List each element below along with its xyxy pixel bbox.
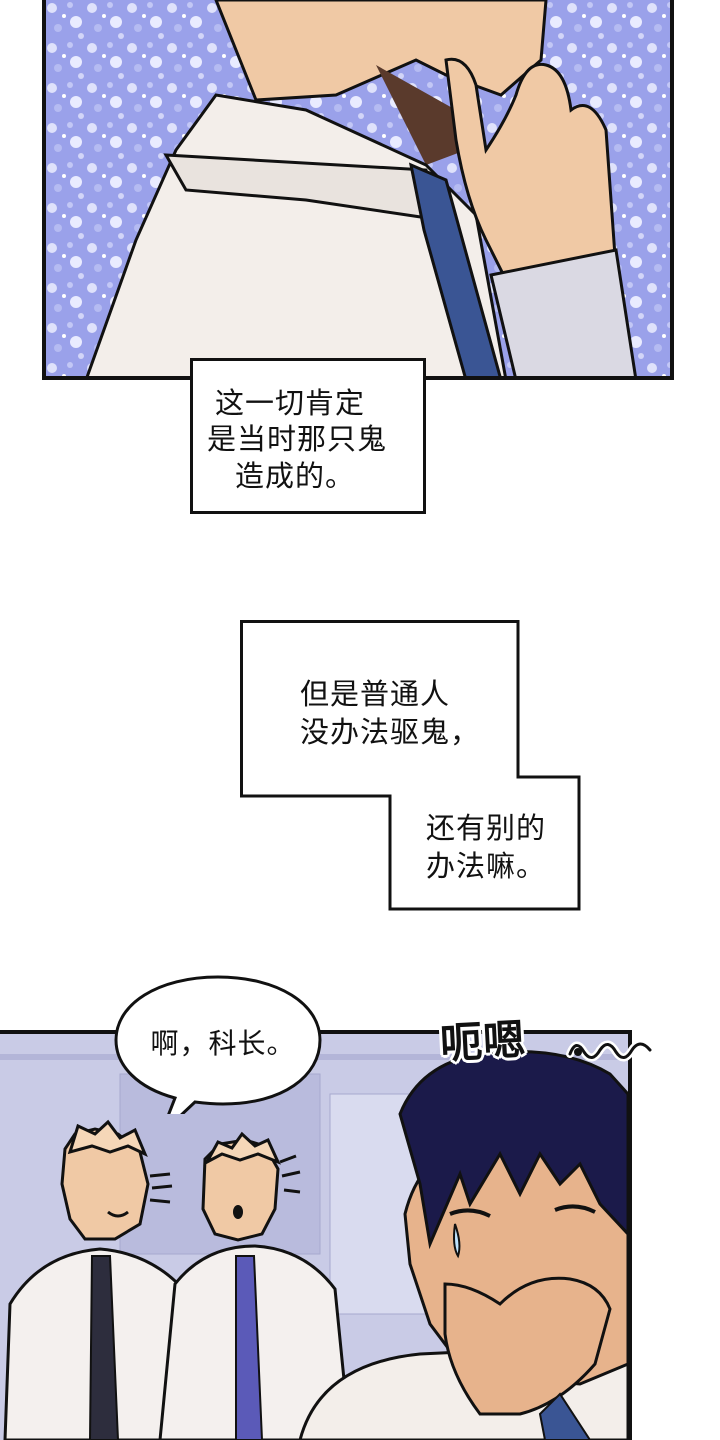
narration-line: 办法嘛。 — [426, 848, 547, 883]
sleeve-cuff — [489, 248, 637, 376]
narration-line: 没办法驱鬼， — [300, 714, 481, 749]
collar — [163, 153, 444, 222]
coworker-left — [3, 1119, 207, 1440]
panel-top — [42, 0, 674, 380]
tie — [235, 1255, 264, 1440]
narration-box-2 — [240, 620, 581, 911]
coworker-middle — [158, 1131, 352, 1440]
manager — [298, 1050, 628, 1440]
narration-text-2a: 但是普通人 没办法驱鬼， — [300, 676, 480, 751]
speech-bubble — [114, 975, 322, 1114]
sound-effect-text: 呃嗯 — [438, 1014, 528, 1069]
tie — [88, 1255, 120, 1440]
jaw-shadow — [376, 65, 466, 165]
tie — [408, 162, 502, 376]
surprise-marks-icon — [149, 1172, 173, 1204]
narration-line: 造成的。 — [235, 458, 356, 493]
tilde-squiggle-icon — [566, 1040, 654, 1062]
panel-top-art — [46, 0, 670, 376]
narration-line: 这一切肯定 — [215, 386, 366, 420]
narration-text-2b: 还有别的 办法嘛。 — [426, 810, 546, 885]
narration-line: 但是普通人 — [300, 677, 451, 711]
narration-line: 是当时那只鬼 — [207, 422, 388, 457]
narration-box-1: 这一切肯定 是当时那只鬼 造成的。 — [190, 358, 426, 514]
speech-text: 啊，科长。 — [150, 1027, 296, 1060]
hand — [443, 1276, 612, 1416]
hand — [444, 57, 618, 302]
surprise-marks-icon — [279, 1154, 301, 1194]
narration-line: 还有别的 — [426, 811, 547, 845]
